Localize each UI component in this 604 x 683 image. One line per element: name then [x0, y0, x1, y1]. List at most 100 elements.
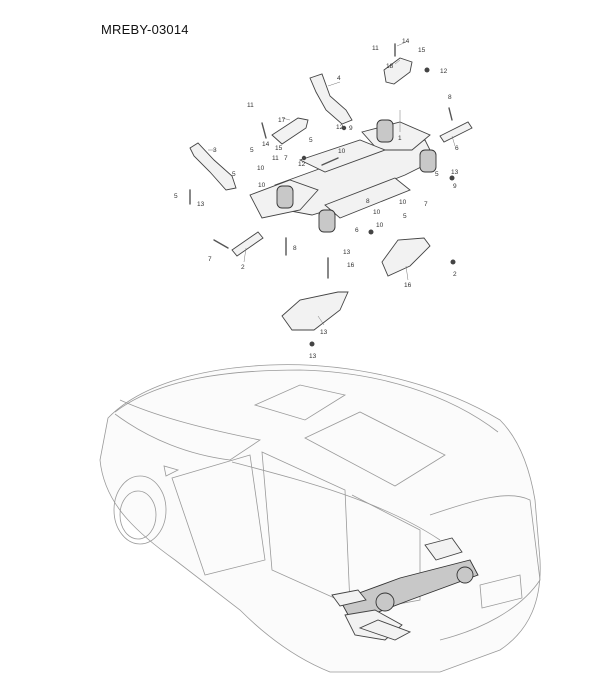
bushing-front-left [276, 185, 294, 209]
callout: 17 [278, 117, 286, 124]
callout: 13 [320, 329, 328, 336]
nut-13-lower-left [309, 341, 315, 347]
callout: 10 [399, 199, 407, 206]
windshield-outline [114, 399, 262, 461]
callout-labels: 11 14 15 18 12 4 8 11 17 5 12 9 1 6 3 5 … [174, 38, 459, 360]
installed-suspension-view [331, 537, 479, 641]
callout: 7 [208, 256, 212, 263]
callout: 2 [453, 271, 457, 278]
nut-13-center [368, 229, 374, 235]
callout: 5 [435, 171, 439, 178]
callout: 8 [366, 198, 370, 205]
callout: 7 [284, 155, 288, 162]
callout: 16 [347, 262, 355, 269]
upper-arm-left [189, 142, 237, 191]
upper-arm-right [383, 57, 413, 85]
callout: 6 [355, 227, 359, 234]
callout: 5 [250, 147, 254, 154]
callout: 10 [338, 148, 346, 155]
callout: 11 [272, 155, 279, 162]
front-wheel [119, 490, 157, 540]
bolt-10-center [321, 157, 339, 166]
callout: 7 [424, 201, 428, 208]
fasteners [189, 43, 456, 347]
leader [394, 59, 401, 65]
callout: 18 [386, 63, 394, 70]
rear-crossmember-assembly [249, 121, 436, 219]
bolt-8-left [213, 239, 229, 249]
callout: 14 [262, 141, 270, 148]
callout: 9 [349, 125, 353, 132]
callout: 9 [453, 183, 457, 190]
crossmember-front-beam [298, 139, 387, 173]
installed-upper-arm-right [424, 537, 463, 561]
leader [327, 81, 341, 87]
callout: 12 [336, 124, 344, 131]
callout: 12 [440, 68, 448, 75]
callout: 11 [247, 102, 254, 109]
sunroof-front [253, 384, 347, 421]
callout: 11 [372, 45, 379, 52]
callout: 10 [373, 209, 381, 216]
leader [281, 117, 291, 121]
callout: 10 [258, 182, 266, 189]
crossmember-bushings [276, 119, 437, 233]
callout: 14 [402, 38, 410, 45]
tail-light [479, 574, 523, 609]
callout: 13 [451, 169, 459, 176]
callout: 8 [293, 245, 297, 252]
diagram-code-label: MREBY-03014 [101, 22, 189, 37]
callout: 13 [197, 201, 205, 208]
installed-upper-arm-left [331, 589, 367, 607]
nut-12-left [301, 155, 307, 161]
leader-lines [208, 41, 456, 326]
callout: 5 [309, 137, 313, 144]
nut-13-lower-right [450, 259, 456, 265]
bushing-front-right [376, 119, 394, 143]
lower-arm-right [381, 237, 431, 277]
callout: 10 [257, 165, 265, 172]
sunroof-rear [304, 411, 446, 487]
leader [317, 315, 325, 326]
callout: 5 [232, 171, 236, 178]
vehicle-outline [99, 364, 541, 673]
callout: 15 [418, 47, 426, 54]
callout: 5 [403, 213, 407, 220]
callout: 1 [398, 135, 402, 142]
leader [451, 135, 456, 147]
assist-arm [271, 117, 309, 145]
tailgate-outline [429, 495, 541, 641]
leader [396, 41, 407, 47]
installed-trailing-arm [358, 619, 412, 641]
leader [243, 247, 247, 263]
callout: 5 [174, 193, 178, 200]
front-door-outline [171, 454, 266, 576]
leader [405, 265, 409, 281]
side-window-line [231, 461, 441, 541]
callout: 10 [376, 222, 384, 229]
installed-bushing-right [456, 566, 474, 584]
toe-link-left [231, 231, 264, 257]
callout: 2 [241, 264, 245, 271]
nut-12-right [424, 67, 430, 73]
callout: 4 [337, 75, 341, 82]
bushing-rear-left [318, 209, 336, 233]
callout: 15 [275, 145, 283, 152]
toe-link-right [439, 121, 473, 143]
callout: 6 [455, 145, 459, 152]
installed-bushing-left [375, 592, 395, 612]
nut-12-center [341, 125, 347, 131]
roof-line [114, 369, 499, 433]
lower-arm-left [281, 291, 349, 331]
callout: 8 [448, 94, 452, 101]
front-wheel-arch [113, 475, 167, 545]
callout: 3 [213, 147, 217, 154]
callout: 16 [404, 282, 412, 289]
callout: 12 [298, 161, 306, 168]
mirror [163, 465, 180, 477]
bushing-rear-right [419, 149, 437, 173]
callout: 13 [309, 353, 317, 360]
bolt-11-left [261, 122, 267, 139]
upper-arm-top [309, 73, 353, 125]
